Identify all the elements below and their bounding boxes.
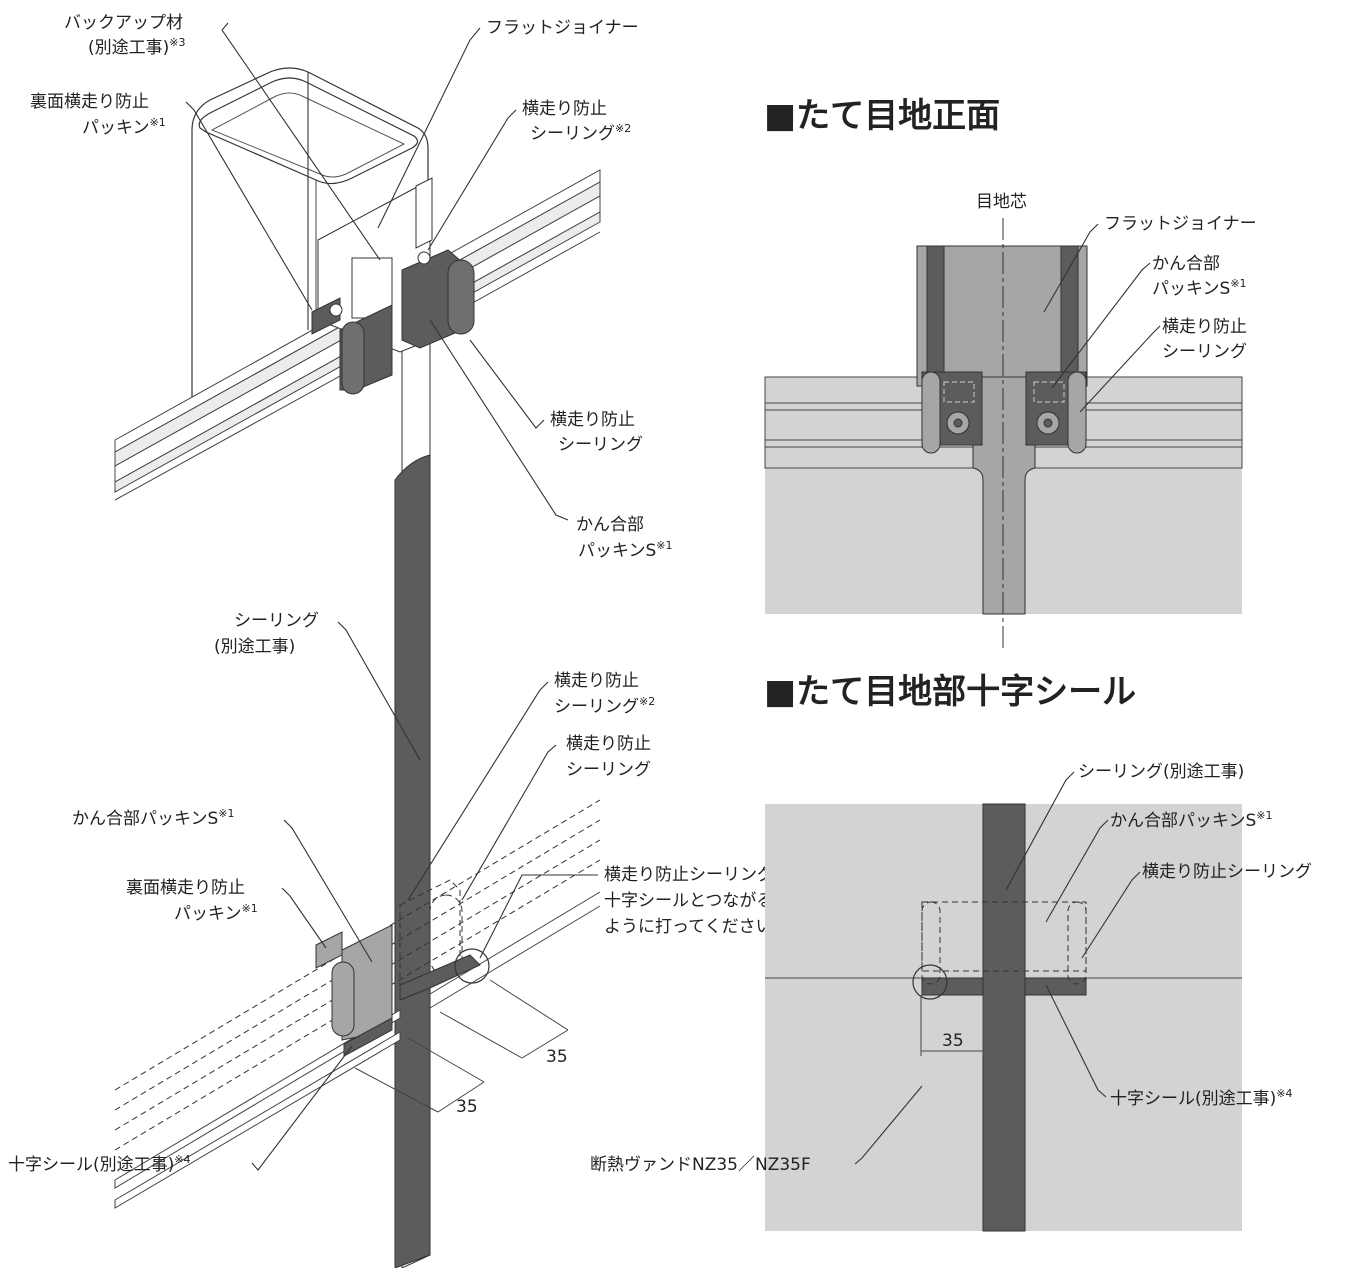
- cross-label-panel: 断熱ヴァンドNZ35／NZ35F: [590, 1155, 811, 1175]
- cross-dim-35: 35: [942, 1031, 964, 1051]
- svg-text:十字シール(別途工事)※4: 十字シール(別途工事)※4: [8, 1153, 190, 1175]
- iso-dimensions: 35 35: [354, 979, 569, 1117]
- svg-text:十字シール(別途工事)※4: 十字シール(別途工事)※4: [1110, 1087, 1292, 1109]
- svg-text:バックアップ材: バックアップ材: [64, 13, 183, 33]
- front-label-flat-joiner: フラットジョイナー: [1104, 214, 1257, 234]
- label-yoko-mid-1: 横走り防止: [550, 410, 635, 430]
- svg-text:パッキンS※1: パッキンS※1: [578, 539, 673, 561]
- label-kan-2: パッキンS: [578, 541, 656, 561]
- label-kan-1: かん合部: [576, 515, 644, 535]
- front-label-yoko-1: 横走り防止: [1162, 317, 1247, 337]
- label-yoko-low-1: 横走り防止: [554, 671, 639, 691]
- dim-35-a: 35: [546, 1047, 568, 1067]
- svg-text:パッキンS※1: パッキンS※1: [1152, 277, 1247, 299]
- iso-lower-packings: [315, 879, 490, 1057]
- note-kan-low: ※1: [218, 807, 234, 820]
- cross-label-kan: かん合部パッキンS: [1110, 811, 1256, 831]
- cross-view: 35 シーリング(別途工事) かん合部パッキンS※1 横走り防止シーリング 十字…: [590, 762, 1312, 1232]
- svg-text:パッキン※1: パッキン※1: [82, 116, 166, 138]
- svg-text:(別途工事)※3: (別途工事)※3: [88, 36, 185, 58]
- cross-note-kan: ※1: [1256, 809, 1272, 822]
- front-label-yoko-2: シーリング: [1162, 342, 1247, 362]
- front-label-kan-1: かん合部: [1152, 254, 1220, 274]
- iso-post: [191, 67, 429, 402]
- label-sealing-1: シーリング: [234, 611, 319, 631]
- svg-text:シーリング※2: シーリング※2: [554, 695, 655, 717]
- cross-label-sealing: シーリング(別途工事): [1078, 762, 1244, 782]
- note-kan: ※1: [656, 539, 672, 552]
- cross-note-cross-seal: ※4: [1276, 1087, 1292, 1100]
- note-back-packing-low: ※1: [242, 902, 258, 915]
- label-sealing-2: (別途工事): [214, 637, 295, 657]
- front-label-center: 目地芯: [976, 192, 1027, 212]
- label-flat-joiner: フラットジョイナー: [486, 18, 639, 38]
- front-note-kan: ※1: [1230, 277, 1246, 290]
- cross-label-cross-seal: 十字シール(別途工事): [1110, 1089, 1276, 1109]
- label-backup-sub: (別途工事): [88, 38, 169, 58]
- label-yoko-mid-2: シーリング: [558, 435, 643, 455]
- label-kan-low: かん合部パッキンS: [72, 809, 218, 829]
- label-yoko-low-2: シーリング: [554, 697, 639, 717]
- front-label-kan-2: パッキンS: [1152, 279, 1230, 299]
- note-yoko-top: ※2: [615, 122, 631, 135]
- label-yoko-low2-2: シーリング: [566, 760, 651, 780]
- svg-text:かん合部パッキンS※1: かん合部パッキンS※1: [1110, 809, 1273, 831]
- dim-35-b: 35: [456, 1097, 478, 1117]
- label-back-packing-1: 裏面横走り防止: [30, 91, 149, 112]
- note-backup: ※3: [169, 36, 185, 49]
- label-yoko-top-1: 横走り防止: [522, 99, 607, 119]
- label-yoko-top-2: シーリング: [530, 124, 615, 144]
- iso-vertical-joint: [394, 329, 431, 1269]
- label-back-packing-low-2: パッキン: [174, 904, 242, 924]
- note-line-2: 十字シールとつながる: [604, 891, 773, 911]
- cross-label-yoko: 横走り防止シーリング: [1142, 862, 1312, 882]
- iso-top-packings: [311, 249, 475, 395]
- label-backup: バックアップ材: [64, 13, 183, 33]
- svg-text:シーリング※2: シーリング※2: [530, 122, 631, 144]
- svg-text:パッキン※1: パッキン※1: [174, 902, 258, 924]
- note-line-1: 横走り防止シーリングは: [604, 865, 791, 885]
- label-back-packing-2: パッキン: [82, 118, 150, 138]
- iso-texts: バックアップ材 (別途工事)※3 フラットジョイナー 裏面横走り防止 パッキン※…: [8, 13, 791, 1175]
- title-cross: ■たて目地部十字シール: [764, 672, 1136, 712]
- iso-drawing: 35 35 バックアップ材 (別途工事)※3 フラットジョイナー 裏面横走り防止: [8, 13, 791, 1269]
- label-back-packing-low-1: 裏面横走り防止: [126, 877, 245, 898]
- note-back-packing: ※1: [150, 116, 166, 129]
- label-yoko-low2-1: 横走り防止: [566, 734, 651, 754]
- title-front: ■たて目地正面: [764, 96, 1000, 136]
- label-cross-seal-iso: 十字シール(別途工事): [8, 1155, 174, 1175]
- svg-text:かん合部パッキンS※1: かん合部パッキンS※1: [72, 807, 235, 829]
- note-line-3: ように打ってください。: [604, 917, 790, 937]
- note-yoko-low: ※2: [639, 695, 655, 708]
- note-cross-seal-iso: ※4: [174, 1153, 190, 1166]
- iso-leaders: [185, 22, 598, 1171]
- front-view: 目地芯 フラットジョイナー かん合部 パッキンS※1 横走り防止 シーリング: [764, 192, 1257, 648]
